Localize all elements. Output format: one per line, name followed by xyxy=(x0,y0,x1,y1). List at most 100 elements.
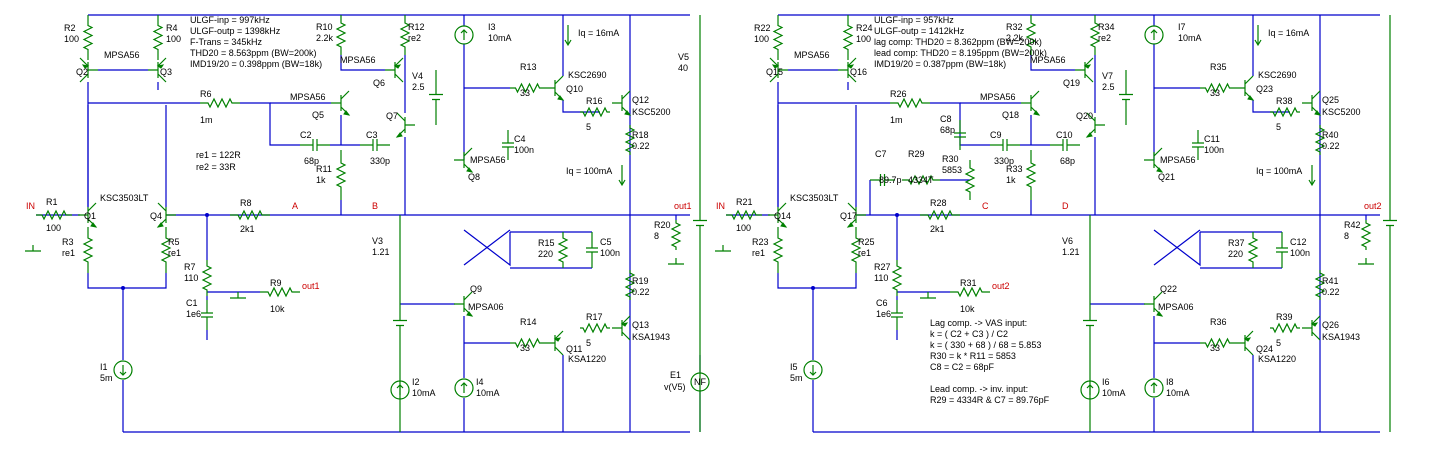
resistor xyxy=(1314,125,1326,155)
nf-label: NF xyxy=(694,377,706,387)
ground-icon xyxy=(230,292,246,299)
sim-note: IMD19/20 = 0.387ppm (BW=18k) xyxy=(874,59,1006,69)
component-ref: I8 xyxy=(1166,377,1174,387)
component-ref: R35 xyxy=(1210,62,1227,72)
capacitor xyxy=(502,130,514,160)
iq-annotation: Iq = 100mA xyxy=(566,166,612,176)
component-ref: R24 xyxy=(856,23,873,33)
resistor xyxy=(726,209,762,221)
component-value: KSC5200 xyxy=(632,107,671,117)
transistor-arrow xyxy=(81,64,90,69)
component-value: 1m xyxy=(890,115,903,125)
resistor xyxy=(624,125,636,155)
component-value: MPSA56 xyxy=(290,92,326,102)
component-ref: C2 xyxy=(300,130,312,140)
component-value: re1 xyxy=(168,248,181,258)
component-value: 33 xyxy=(1210,343,1220,353)
sim-note: THD20 = 8.563ppm (BW=200k) xyxy=(190,48,317,58)
component-ref: R26 xyxy=(890,89,907,99)
transistor xyxy=(1302,90,1321,116)
transistor-arrow xyxy=(1156,311,1164,317)
transistor xyxy=(545,330,564,356)
component-value: MPSA06 xyxy=(468,302,504,312)
junction-dot xyxy=(895,213,899,217)
component-value: 33 xyxy=(1210,88,1220,98)
resistor xyxy=(82,227,94,273)
net-label-out: out2 xyxy=(992,281,1010,291)
component-value: 2k1 xyxy=(240,224,255,234)
transistor xyxy=(1075,57,1094,83)
components xyxy=(25,15,1397,432)
component-value: MPSA56 xyxy=(340,55,376,65)
component-ref: I1 xyxy=(100,362,108,372)
resistor xyxy=(399,15,411,55)
transistor-arrow xyxy=(1243,337,1252,342)
component-ref: V4 xyxy=(412,71,423,81)
resistor xyxy=(510,337,545,349)
wire xyxy=(240,102,300,146)
component-ref: R13 xyxy=(520,62,537,72)
component-ref: I2 xyxy=(412,377,420,387)
component-ref: R1 xyxy=(46,197,58,207)
wire xyxy=(1153,229,1201,266)
ground-icon xyxy=(1358,258,1374,265)
component-value: 1.21 xyxy=(1062,247,1080,257)
sim-note: lead comp: THD20 = 8.195ppm (BW=200k) xyxy=(874,48,1047,58)
component-value: 1e6 xyxy=(876,309,891,319)
resistor xyxy=(1270,106,1300,118)
capacitor xyxy=(586,232,598,268)
transistor xyxy=(1235,75,1254,101)
component-ref: R37 xyxy=(1228,238,1245,248)
resistor xyxy=(1200,337,1235,349)
component-value: 4334T xyxy=(908,175,934,185)
current-arrow-icon xyxy=(1254,25,1262,47)
component-value: 5853 xyxy=(942,165,962,175)
component-ref: R10 xyxy=(316,22,333,32)
transistor xyxy=(1144,147,1163,173)
component-ref: C1 xyxy=(186,298,198,308)
component-ref: R22 xyxy=(754,23,771,33)
component-value: 10mA xyxy=(1178,33,1202,43)
sim-note: lag comp: THD20 = 8.362ppm (BW=200k) xyxy=(874,37,1042,47)
capacitor xyxy=(201,300,213,330)
transistor xyxy=(612,90,631,116)
net-label-out: out1 xyxy=(674,201,692,211)
component-value: KSC2690 xyxy=(1258,70,1297,80)
resistor xyxy=(1025,150,1037,200)
component-ref: R18 xyxy=(632,130,649,140)
wire xyxy=(340,55,385,71)
component-ref: V5 xyxy=(678,52,689,62)
component-value: 330p xyxy=(994,156,1014,166)
component-value: 68p xyxy=(304,156,319,166)
component-ref: Q14 xyxy=(774,211,791,221)
voltage-source xyxy=(693,15,707,432)
component-ref: Q24 xyxy=(1256,344,1273,354)
resistor xyxy=(230,209,270,221)
transistor-arrow xyxy=(553,337,562,342)
sim-note: IMD19/20 = 0.398ppm (BW=18k) xyxy=(190,59,322,69)
capacitor xyxy=(300,139,330,151)
component-ref: R4 xyxy=(166,23,178,33)
resistor xyxy=(902,174,940,186)
current-arrow xyxy=(1150,382,1158,393)
transistor-arrow xyxy=(1085,132,1093,138)
component-value: 68p xyxy=(940,125,955,135)
component-value: MPSA56 xyxy=(980,92,1016,102)
resistor xyxy=(891,260,903,296)
transistor-arrow xyxy=(90,222,98,228)
component-value: re1 xyxy=(62,248,75,258)
component-value: 68p xyxy=(1060,156,1075,166)
transistor-arrow xyxy=(1310,322,1319,327)
component-ref: I4 xyxy=(476,377,484,387)
component-ref: E1 xyxy=(670,370,681,380)
transistor-arrow xyxy=(1247,95,1255,101)
transistor xyxy=(385,57,404,83)
current-arrow xyxy=(809,365,817,376)
resistor xyxy=(200,97,240,109)
component-ref: V7 xyxy=(1102,71,1113,81)
component-ref: I6 xyxy=(1102,377,1110,387)
wire xyxy=(463,229,511,267)
component-value: 220 xyxy=(1228,249,1243,259)
component-ref: C4 xyxy=(514,134,526,144)
